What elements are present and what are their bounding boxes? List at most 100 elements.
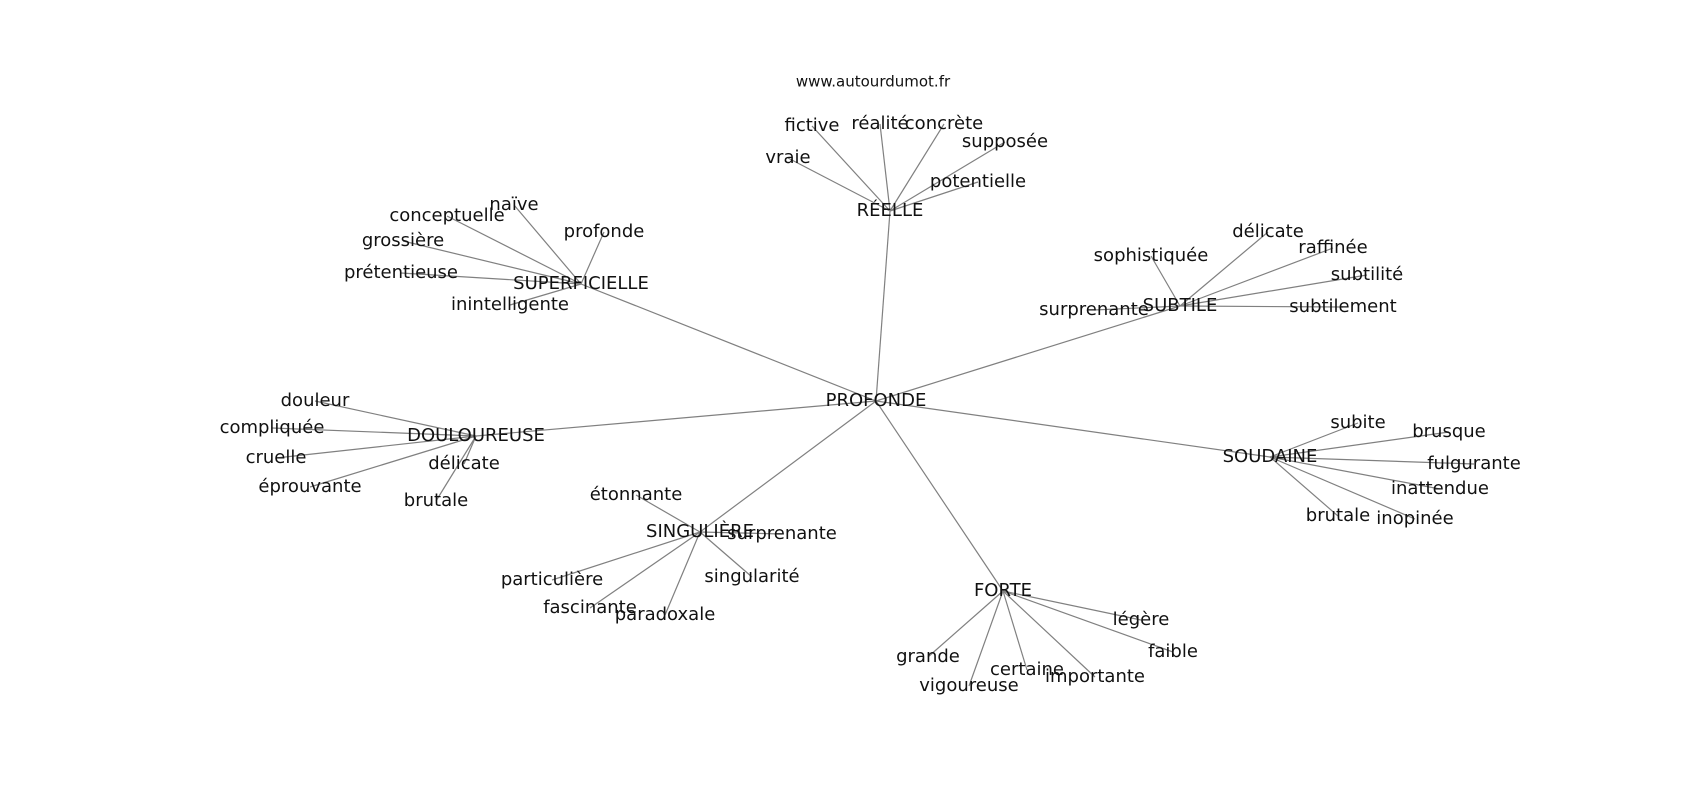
node-leaf-fictive: fictive [784, 115, 839, 136]
edge-center-singuliere [699, 400, 877, 533]
node-hub-superficielle: SUPERFICIELLE [513, 273, 649, 294]
edge-singuliere-paradoxale [664, 531, 701, 616]
edge-soudaine-inopinee [1269, 456, 1416, 520]
node-leaf-profonde: profonde [564, 221, 645, 242]
node-leaf-subtilement: subtilement [1289, 296, 1396, 317]
node-leaf-inintelligente: inintelligente [451, 294, 569, 315]
node-leaf-fascinante: fascinante [543, 597, 637, 618]
node-hub-singuliere: SINGULIÈRE [646, 520, 754, 542]
node-leaf-raffinee: raffinée [1298, 237, 1367, 258]
edge-forte-certaine [1002, 590, 1028, 671]
node-leaf-importante: importante [1045, 666, 1145, 687]
node-leaf-sophistiquee: sophistiquée [1094, 245, 1209, 266]
node-leaf-brutale: brutale [404, 490, 468, 511]
edge-reelle-realite [879, 123, 891, 212]
node-leaf-douleur: douleur [281, 390, 350, 411]
node-leaf-surprenante: surprenante [1039, 299, 1149, 320]
node-leaf-eprouvante: éprouvante [258, 476, 361, 497]
edge-singuliere-fascinante [589, 531, 701, 609]
edge-singuliere-particuliere [551, 531, 701, 581]
node-hub-subtile: SUBTILE [1143, 295, 1218, 316]
node-hub-reelle: RÉELLE [857, 199, 924, 221]
node-leaf-delicate: délicate [1232, 221, 1304, 242]
node-leaf-pretentieuse: prétentieuse [344, 262, 458, 283]
node-leaf-brutale: brutale [1306, 505, 1370, 526]
node-leaf-inattendue: inattendue [1391, 478, 1489, 499]
node-leaf-faible: faible [1148, 641, 1198, 662]
node-leaf-naive: naïve [489, 194, 538, 215]
node-leaf-grossiere: grossière [362, 230, 444, 251]
edge-subtile-surprenante [1093, 305, 1181, 311]
edge-subtile-raffinee [1179, 247, 1334, 307]
edge-soudaine-fulgurante [1269, 456, 1475, 465]
node-leaf-etonnante: étonnante [590, 484, 683, 505]
node-leaf-potentielle: potentielle [930, 171, 1026, 192]
edge-douloureuse-delicate [463, 435, 477, 465]
edge-soudaine-brusque [1269, 431, 1450, 458]
edge-center-reelle [875, 210, 891, 402]
node-center-profonde: PROFONDE [826, 390, 927, 411]
edge-superficielle-naive [513, 204, 582, 285]
edge-center-soudaine [875, 400, 1271, 458]
labels-layer: PROFONDE RÉELLE fictive réalitéconcrètesupp… [220, 113, 1521, 696]
edge-superficielle-grossiere [402, 240, 582, 285]
edge-reelle-vraie [787, 157, 891, 212]
edge-superficielle-conceptuelle [446, 215, 582, 285]
node-leaf-certaine: certaine [990, 659, 1064, 680]
node-leaf-particuliere: particulière [501, 569, 603, 590]
edge-subtile-subtilement [1179, 305, 1344, 308]
node-hub-douloureuse: DOULOUREUSE [407, 425, 545, 446]
edge-soudaine-inattendue [1269, 456, 1441, 490]
edge-subtile-sophistiquee [1150, 255, 1181, 307]
edge-reelle-potentielle [889, 181, 979, 212]
node-leaf-vigoureuse: vigoureuse [919, 675, 1018, 696]
edge-douloureuse-eprouvante [309, 435, 477, 488]
edge-singuliere-singularite [699, 531, 753, 578]
node-leaf-subite: subite [1330, 412, 1385, 433]
node-hub-soudaine: SOUDAINE [1223, 446, 1318, 467]
node-leaf-concrete: concrète [905, 113, 983, 134]
edge-forte-vigoureuse [968, 590, 1004, 687]
node-leaf-cruelle: cruelle [246, 447, 307, 468]
source-label: www.autourdumot.fr [796, 73, 951, 91]
edge-superficielle-inintelligente [509, 283, 582, 306]
node-hub-forte: FORTE [974, 580, 1032, 601]
node-leaf-brusque: brusque [1412, 421, 1486, 442]
node-leaf-realite: réalité [851, 113, 908, 134]
node-leaf-compliquee: compliquée [220, 417, 325, 438]
edge-subtile-subtilite [1179, 274, 1368, 307]
edge-forte-faible [1002, 590, 1174, 653]
edge-soudaine-brutale [1269, 456, 1339, 517]
node-leaf-grande: grande [896, 646, 960, 667]
edge-singuliere-etonnante [635, 494, 701, 533]
edge-soudaine-subite [1269, 422, 1359, 458]
edge-singuliere-surprenante [699, 531, 783, 535]
edge-center-subtile [875, 305, 1181, 402]
edge-reelle-supposee [889, 141, 1006, 212]
node-leaf-fulgurante: fulgurante [1427, 453, 1521, 474]
edge-douloureuse-brutale [435, 435, 477, 502]
node-leaf-legere: légère [1113, 609, 1170, 630]
edge-forte-importante [1002, 590, 1096, 678]
node-leaf-supposee: supposée [962, 131, 1048, 152]
node-leaf-delicate: délicate [428, 453, 500, 474]
edge-douloureuse-douleur [314, 400, 477, 437]
edge-forte-grande [927, 590, 1004, 658]
edge-reelle-fictive [811, 125, 891, 212]
edge-superficielle-profonde [580, 231, 605, 285]
edge-douloureuse-compliquee [271, 427, 477, 437]
edge-reelle-concrete [889, 123, 945, 212]
edge-douloureuse-cruelle [275, 435, 477, 459]
node-leaf-subtilite: subtilité [1331, 264, 1403, 285]
edge-center-superficielle [580, 283, 877, 402]
edges-layer [271, 123, 1475, 687]
node-leaf-singularite: singularité [704, 566, 799, 587]
edge-center-douloureuse [475, 400, 877, 437]
node-leaf-surprenante: surprenante [727, 523, 837, 544]
edge-subtile-delicate [1179, 231, 1269, 307]
node-leaf-conceptuelle: conceptuelle [389, 205, 504, 226]
node-leaf-vraie: vraie [765, 147, 810, 168]
edge-forte-legere [1002, 590, 1142, 621]
edge-superficielle-pretentieuse [400, 272, 582, 285]
